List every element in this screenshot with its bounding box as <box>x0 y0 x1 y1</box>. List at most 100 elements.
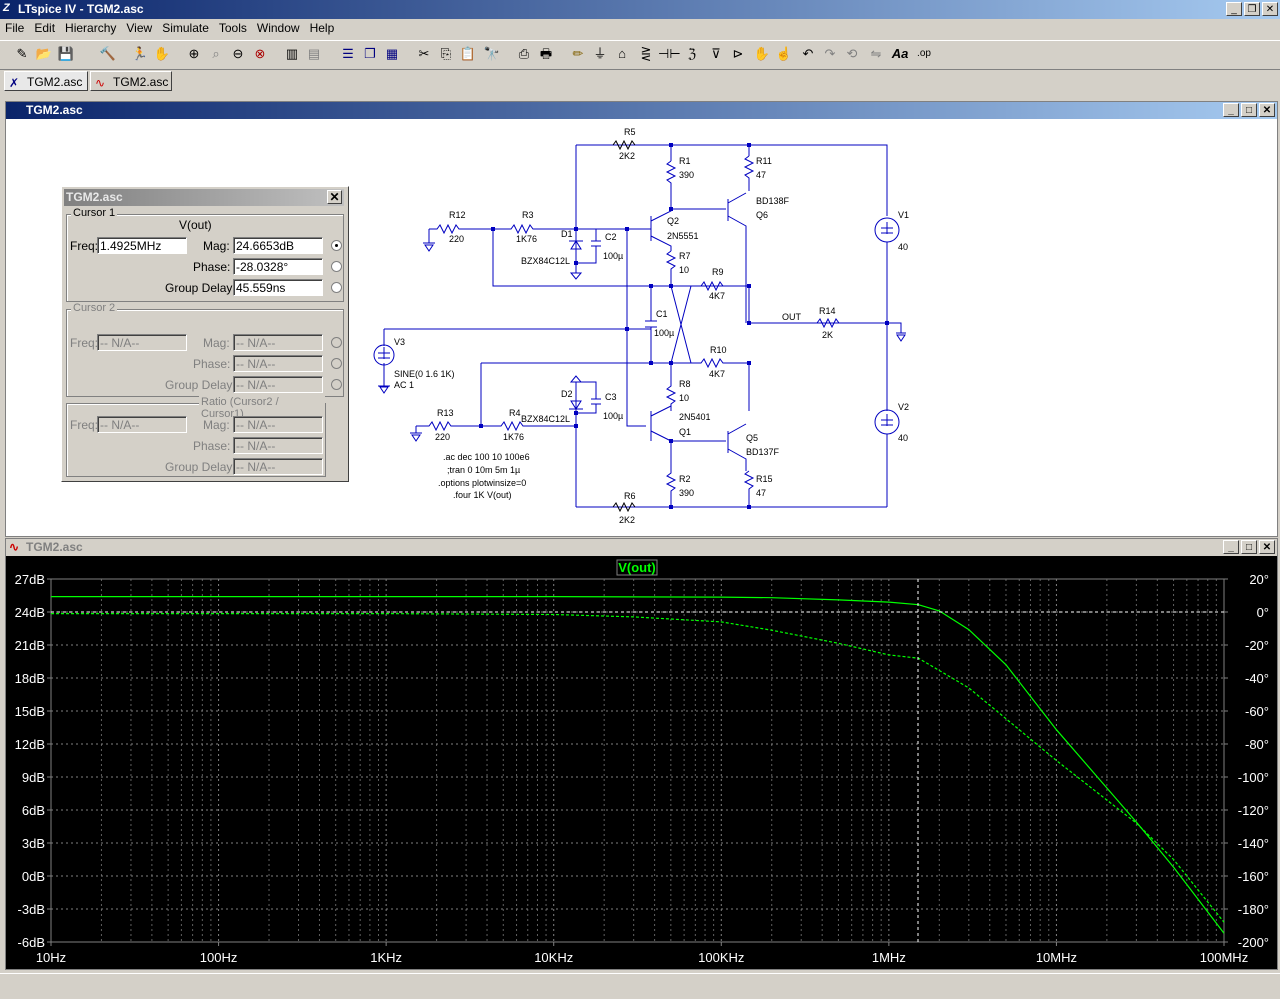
zoom-cancel-icon[interactable]: ⊗ <box>254 46 266 61</box>
cut-icon[interactable]: ✂ <box>418 46 430 61</box>
cursor1-mag-radio[interactable] <box>331 240 342 251</box>
menu-file[interactable]: File <box>5 21 25 35</box>
zoom-out-icon[interactable]: ⊖ <box>232 46 244 61</box>
cursor1-group-delay-radio[interactable] <box>331 282 342 293</box>
spice-directive-1[interactable]: .ac dec 100 10 100e6 <box>443 452 530 462</box>
spice-directive-3[interactable]: .options plotwinsize=0 <box>438 478 526 488</box>
rotate-icon[interactable]: ⟲ <box>846 46 858 61</box>
tab-schematic[interactable]: ✗ TGM2.asc <box>4 71 88 91</box>
component-icon[interactable]: ⊳ <box>732 46 744 61</box>
value-q1: 2N5401 <box>679 412 711 422</box>
cursor1-trace-label: V(out) <box>179 218 212 232</box>
cursor1-group-delay-label: Group Delay: <box>165 281 236 295</box>
cursor2-freq-field[interactable]: -- N/A-- <box>97 334 187 351</box>
ratio-mag-field[interactable]: -- N/A-- <box>233 416 323 433</box>
value-r2: 390 <box>679 488 694 498</box>
spice-directive-4[interactable]: .four 1K V(out) <box>453 490 512 500</box>
cursor1-group-delay-field[interactable]: 45.559ns <box>233 279 323 296</box>
x-tick-label: 1MHz <box>872 950 906 965</box>
waveform-maximize-button[interactable]: □ <box>1241 540 1257 554</box>
resistor-icon[interactable]: ⋛ <box>640 46 652 61</box>
redo-icon[interactable]: ↷ <box>824 46 836 61</box>
control-panel-icon[interactable]: 🔨 <box>99 46 117 61</box>
cursor-window-close-button[interactable]: ✕ <box>327 190 342 204</box>
cursor2-phase-radio[interactable] <box>331 358 342 369</box>
minimize-button[interactable]: _ <box>1226 2 1242 16</box>
cursor2-phase-field[interactable]: -- N/A-- <box>233 355 323 372</box>
tile-vertical-icon[interactable]: ▦ <box>385 46 399 61</box>
menu-hierarchy[interactable]: Hierarchy <box>65 21 117 35</box>
zoom-box-icon[interactable]: ⌕ <box>212 46 220 61</box>
autorange-icon[interactable]: ▥ <box>285 46 299 61</box>
wire-icon[interactable]: ✏ <box>572 46 584 61</box>
app-title-bar: Z LTspice IV - TGM2.asc _ ❐ ✕ <box>0 0 1280 19</box>
spice-directive-2[interactable]: ;tran 0 10m 5m 1µ <box>447 465 520 475</box>
waveform-minimize-button[interactable]: _ <box>1223 540 1239 554</box>
y-left-tick-label: 21dB <box>15 638 45 653</box>
ratio-freq-field[interactable]: -- N/A-- <box>97 416 187 433</box>
add-trace-icon[interactable]: ▤ <box>307 46 321 61</box>
cursor1-freq-field[interactable]: 1.4925MHz <box>97 237 187 254</box>
value-v3: SINE(0 1.6 1K) <box>394 369 455 379</box>
schematic-canvas[interactable]: R5 2K2 R1 390 R11 47 BD138F Q6 Q2 2N5551… <box>6 119 1277 535</box>
ratio-group-delay-field[interactable]: -- N/A-- <box>233 458 323 475</box>
capacitor-icon[interactable]: ⊣⊢ <box>658 46 681 61</box>
waveform-close-button[interactable]: ✕ <box>1259 540 1275 554</box>
print-icon[interactable]: 🖶 <box>539 46 553 61</box>
cursor1-mag-field[interactable]: 24.6653dB <box>233 237 323 254</box>
spice-directive-icon[interactable]: .op <box>917 48 931 59</box>
y-right-tick-label: -140° <box>1238 836 1269 851</box>
bode-plot[interactable]: 27dB24dB21dB18dB15dB12dB9dB6dB3dB0dB-3dB… <box>6 556 1277 968</box>
undo-icon[interactable]: ↶ <box>802 46 814 61</box>
copy-icon[interactable]: ⎘ <box>440 46 452 61</box>
cursor2-mag-radio[interactable] <box>331 337 342 348</box>
open-icon[interactable]: 📂 <box>35 46 53 61</box>
value-r4: 1K76 <box>503 432 524 442</box>
schematic-maximize-button[interactable]: □ <box>1241 103 1257 117</box>
tile-horizontal-icon[interactable]: ☰ <box>342 46 354 61</box>
value-r14: 2K <box>822 330 833 340</box>
cursor2-group-delay-radio[interactable] <box>331 379 342 390</box>
ground-icon[interactable]: ⏚ <box>593 46 607 61</box>
halt-icon[interactable]: ✋ <box>153 46 171 61</box>
menu-tools[interactable]: Tools <box>218 21 247 35</box>
close-button[interactable]: ✕ <box>1262 2 1278 16</box>
value-r11: 47 <box>756 170 766 180</box>
menu-view[interactable]: View <box>126 21 153 35</box>
tab-waveform[interactable]: ∿ TGM2.asc <box>90 71 172 91</box>
zoom-in-icon[interactable]: ⊕ <box>188 46 200 61</box>
schematic-icon: ✗ <box>9 76 20 90</box>
waveform-window-icon: ∿ <box>9 540 20 554</box>
save-icon[interactable]: 💾 <box>57 46 75 61</box>
schematic-minimize-button[interactable]: _ <box>1223 103 1239 117</box>
print-preview-icon[interactable]: ⎙ <box>518 46 530 61</box>
paste-icon[interactable]: 📋 <box>459 46 477 61</box>
mirror-icon[interactable]: ⇋ <box>870 46 882 61</box>
ratio-phase-field[interactable]: -- N/A-- <box>233 437 323 454</box>
restore-button[interactable]: ❐ <box>1244 2 1260 16</box>
cascade-icon[interactable]: ❐ <box>364 46 376 61</box>
trace-label[interactable]: V(out) <box>618 560 656 575</box>
text-icon[interactable]: Aa <box>891 46 909 61</box>
drag-icon[interactable]: ☝ <box>775 46 793 61</box>
cursor1-phase-field[interactable]: -28.0328° <box>233 258 323 275</box>
label-r6: R6 <box>624 491 636 501</box>
cursor2-group-delay-field[interactable]: -- N/A-- <box>233 376 323 393</box>
diode-icon[interactable]: ⊽ <box>711 46 721 61</box>
menu-window[interactable]: Window <box>256 21 300 35</box>
inductor-icon[interactable]: ℨ <box>687 46 696 61</box>
move-icon[interactable]: ✋ <box>753 46 771 61</box>
schematic-close-button[interactable]: ✕ <box>1259 103 1275 117</box>
cursor2-mag-field[interactable]: -- N/A-- <box>233 334 323 351</box>
menu-simulate[interactable]: Simulate <box>162 21 209 35</box>
y-left-tick-label: 12dB <box>15 737 45 752</box>
new-schematic-icon[interactable]: ✎ <box>16 46 28 61</box>
menu-help[interactable]: Help <box>309 21 335 35</box>
menu-edit[interactable]: Edit <box>34 21 56 35</box>
cursor1-phase-radio[interactable] <box>331 261 342 272</box>
run-icon[interactable]: 🏃 <box>131 46 149 61</box>
find-icon[interactable]: 🔭 <box>483 46 501 61</box>
cursor-readout-window[interactable]: TGM2.asc ✕ Cursor 1 V(out) Freq: 1.4925M… <box>61 186 349 482</box>
label-icon[interactable]: ⌂ <box>618 46 626 61</box>
